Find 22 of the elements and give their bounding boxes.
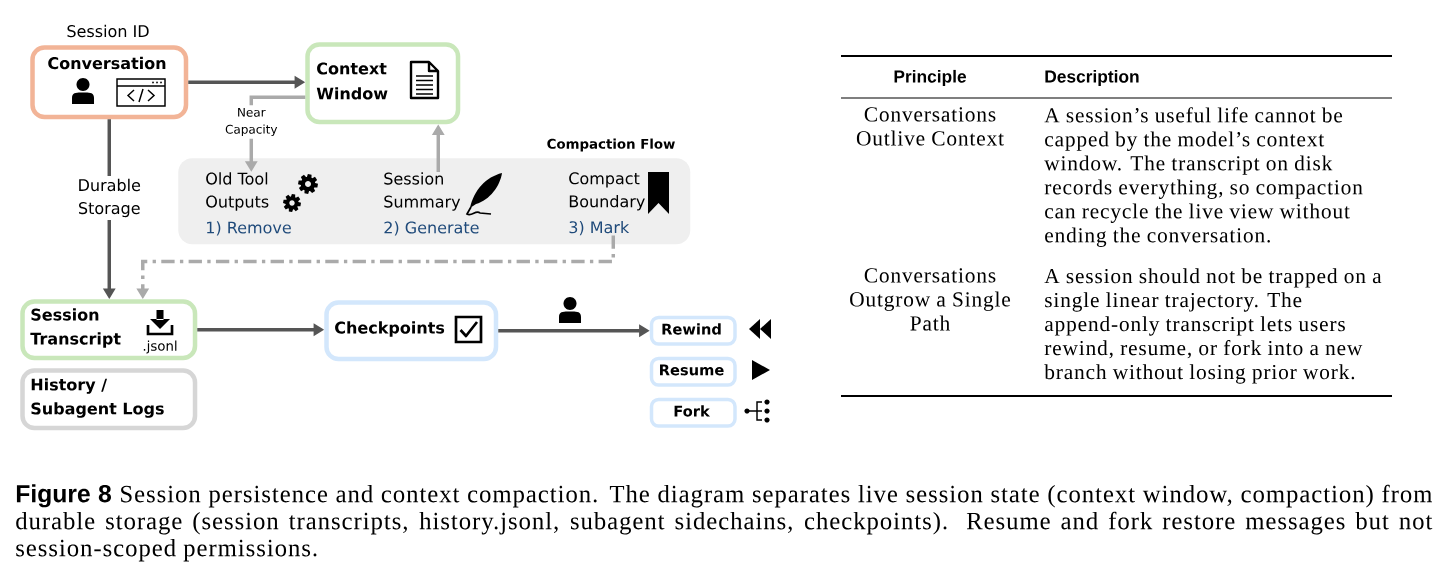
option-box: Rewind <box>649 315 737 346</box>
column-header: Description <box>1045 69 1139 87</box>
table-cell: Conversations Outlive Context <box>856 107 1004 146</box>
column-header: Principle <box>894 69 967 87</box>
table-cell: Conversations Outgrow a Single Path <box>850 268 1011 331</box>
figure-caption: Figure 8 Session persistence and context compaction. The diagram separates live session state (context window, compaction) from durable storage (session transcripts, history.jsonl, subagent sidechains, checkpoints). Resume and fork restore messages but not session-scoped permissions. <box>16 484 1433 562</box>
table-cell: A session’s useful life cannot be capped by the model’s context window. The transcript on disk records everything, so compaction can recycle the live view without ending the conversation. <box>1044 107 1363 247</box>
step-label: Compact Boundary 3) Mark <box>569 172 645 236</box>
process-box: Checkpoints <box>324 300 499 362</box>
process-box: History / Subagent Logs <box>20 368 198 431</box>
step-label: Session Summary 2) Generate <box>384 172 479 236</box>
step-label: Old Tool Outputs 1) Remove <box>206 172 291 236</box>
process-box: Conversation <box>30 45 189 120</box>
option-box: Fork <box>649 397 737 428</box>
node-label: Compaction Flow <box>547 138 675 152</box>
edge-label: Near Capacity <box>219 105 283 139</box>
option-box: Resume <box>649 356 737 387</box>
process-box: Session Transcript .jsonl <box>20 299 198 361</box>
box-caption: Session ID <box>67 24 149 38</box>
process-box: Context Window <box>305 42 461 125</box>
table-cell: A session should not be trapped on a single linear trajectory. The append-only transcript lets users rewind, resume, or fork into a new branch without losing prior work. <box>1044 268 1382 384</box>
edge-label: Durable Storage <box>68 176 150 220</box>
